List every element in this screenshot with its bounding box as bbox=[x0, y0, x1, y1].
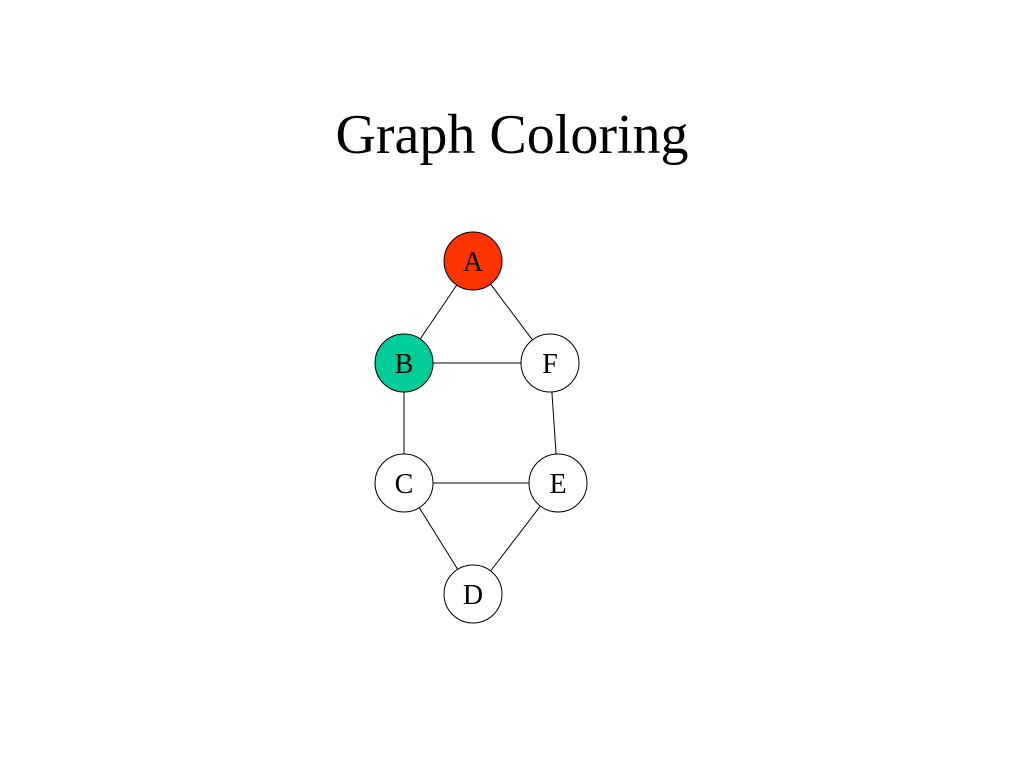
node-label-c: C bbox=[395, 469, 414, 500]
node-circle-c bbox=[374, 453, 434, 513]
node-a: A bbox=[443, 231, 503, 291]
node-label-a: A bbox=[463, 247, 484, 278]
graph-nodes: A B F C E D bbox=[374, 231, 588, 624]
node-f: F bbox=[520, 333, 580, 393]
node-circle-e bbox=[528, 453, 588, 513]
node-label-b: B bbox=[395, 349, 414, 380]
node-e: E bbox=[528, 453, 588, 513]
graph-edges bbox=[403, 283, 557, 572]
node-d: D bbox=[443, 564, 503, 624]
node-circle-a bbox=[443, 231, 503, 291]
edge-a-f bbox=[490, 283, 533, 341]
edge-a-b bbox=[419, 284, 458, 340]
node-label-e: E bbox=[549, 469, 566, 500]
node-b: B bbox=[374, 333, 434, 393]
node-circle-d bbox=[443, 564, 503, 624]
node-circle-f bbox=[520, 333, 580, 393]
node-label-d: D bbox=[463, 580, 483, 611]
node-circle-b bbox=[374, 333, 434, 393]
edge-c-d bbox=[418, 507, 459, 570]
node-c: C bbox=[374, 453, 434, 513]
edge-e-d bbox=[490, 505, 541, 572]
edge-f-e bbox=[551, 391, 557, 455]
node-label-f: F bbox=[542, 349, 558, 380]
slide-title: Graph Coloring bbox=[335, 104, 689, 166]
